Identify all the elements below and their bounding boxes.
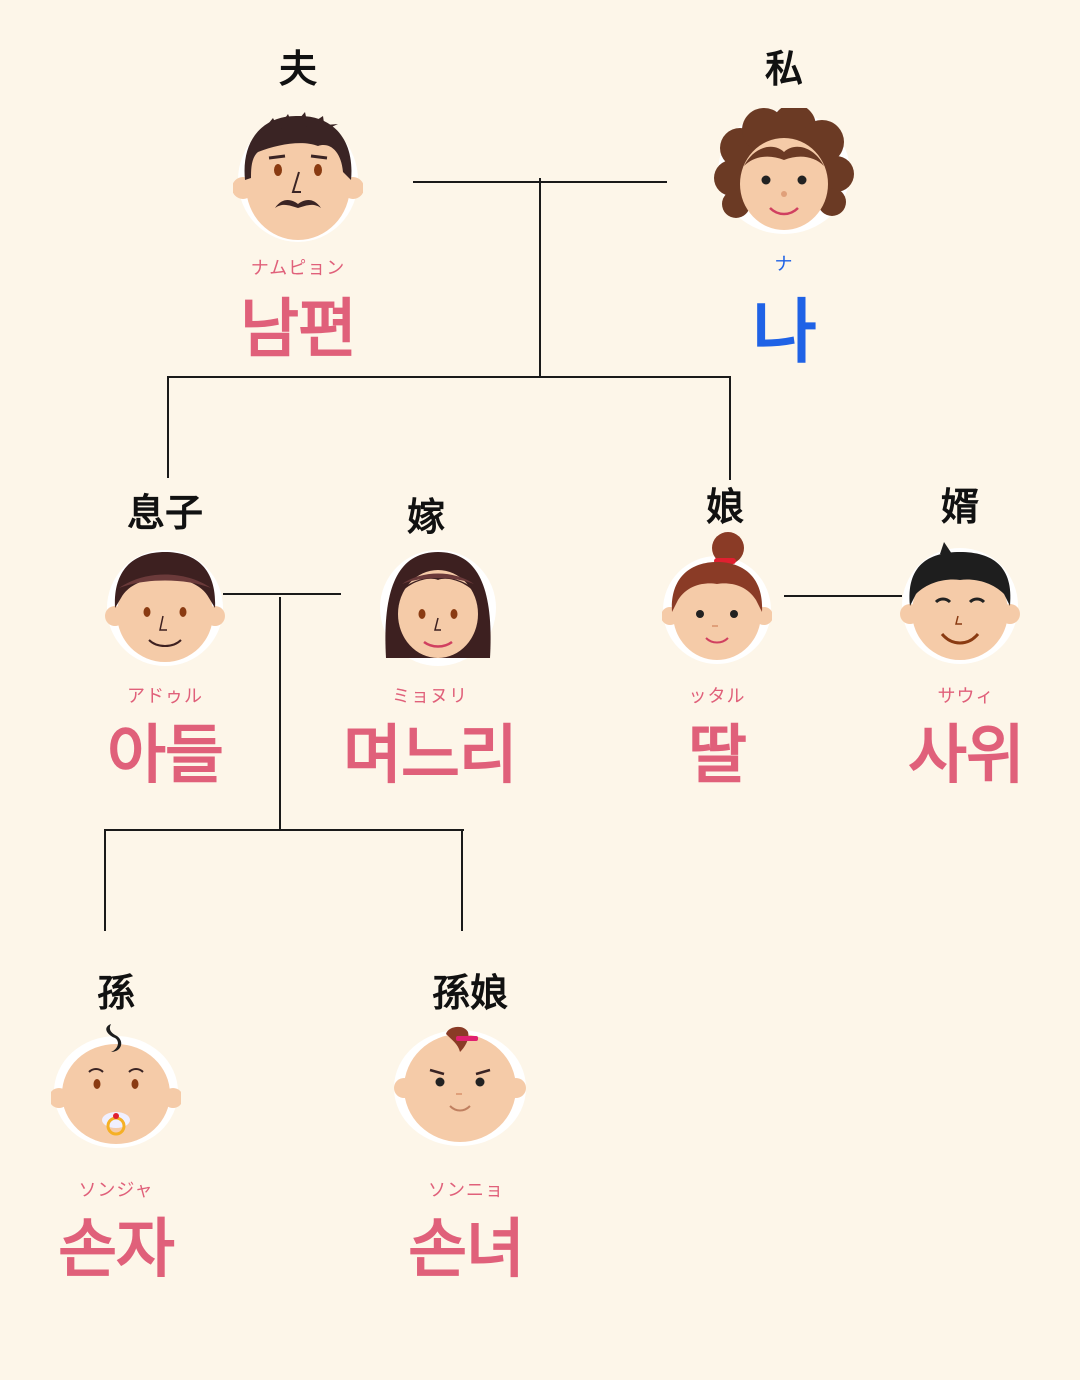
daughter-jp-label: 娘 <box>705 484 744 529</box>
me-korean: 나 <box>752 291 816 373</box>
me-ruby: ナ <box>774 254 794 275</box>
son-in-law-jp-label: 婿 <box>940 484 979 529</box>
husband-ruby: ナムピョン <box>250 258 346 279</box>
daughter-drop-line <box>729 376 731 480</box>
descent-line-parents <box>539 178 541 376</box>
daughter-ruby: ッタル <box>688 686 746 707</box>
grandchildren-bar <box>104 829 464 831</box>
young-man-icon <box>105 550 225 666</box>
daughter-korean: 딸 <box>688 719 747 793</box>
me-jp-label: 私 <box>764 46 803 91</box>
granddaughter-ruby: ソンニョ <box>428 1180 504 1201</box>
man-with-mustache-icon <box>233 112 363 242</box>
son-drop-line <box>167 376 169 478</box>
son-ruby: アドゥル <box>127 686 203 707</box>
marriage-line-son <box>223 593 341 595</box>
son-in-law-korean: 사위 <box>908 719 1025 793</box>
daughter-in-law-ruby: ミョヌリ <box>392 686 468 707</box>
granddaughter-drop-line <box>461 829 463 931</box>
granddaughter-korean: 손녀 <box>408 1213 525 1287</box>
marriage-line-daughter <box>784 595 902 597</box>
daughter-in-law-jp-label: 嫁 <box>406 494 445 539</box>
husband-korean: 남편 <box>240 293 357 367</box>
baby-girl-icon <box>394 1026 526 1146</box>
baby-boy-icon <box>51 1024 181 1148</box>
woman-curly-hair-icon <box>714 108 854 234</box>
grandson-korean: 손자 <box>58 1213 175 1287</box>
daughter-in-law-korean: 며느리 <box>343 719 518 793</box>
grandson-drop-line <box>104 829 106 931</box>
granddaughter-jp-label: 孫娘 <box>431 970 508 1015</box>
children-bar <box>167 376 731 378</box>
man-black-hair-icon <box>900 542 1020 664</box>
son-in-law-ruby: サウィ <box>937 686 995 707</box>
son-korean: 아들 <box>107 719 224 793</box>
grandson-jp-label: 孫 <box>96 970 135 1015</box>
girl-with-bun-icon <box>662 532 772 664</box>
descent-line-son <box>279 597 281 830</box>
husband-jp-label: 夫 <box>278 46 317 91</box>
young-woman-icon <box>380 550 496 666</box>
son-jp-label: 息子 <box>126 490 203 535</box>
grandson-ruby: ソンジャ <box>78 1180 154 1201</box>
